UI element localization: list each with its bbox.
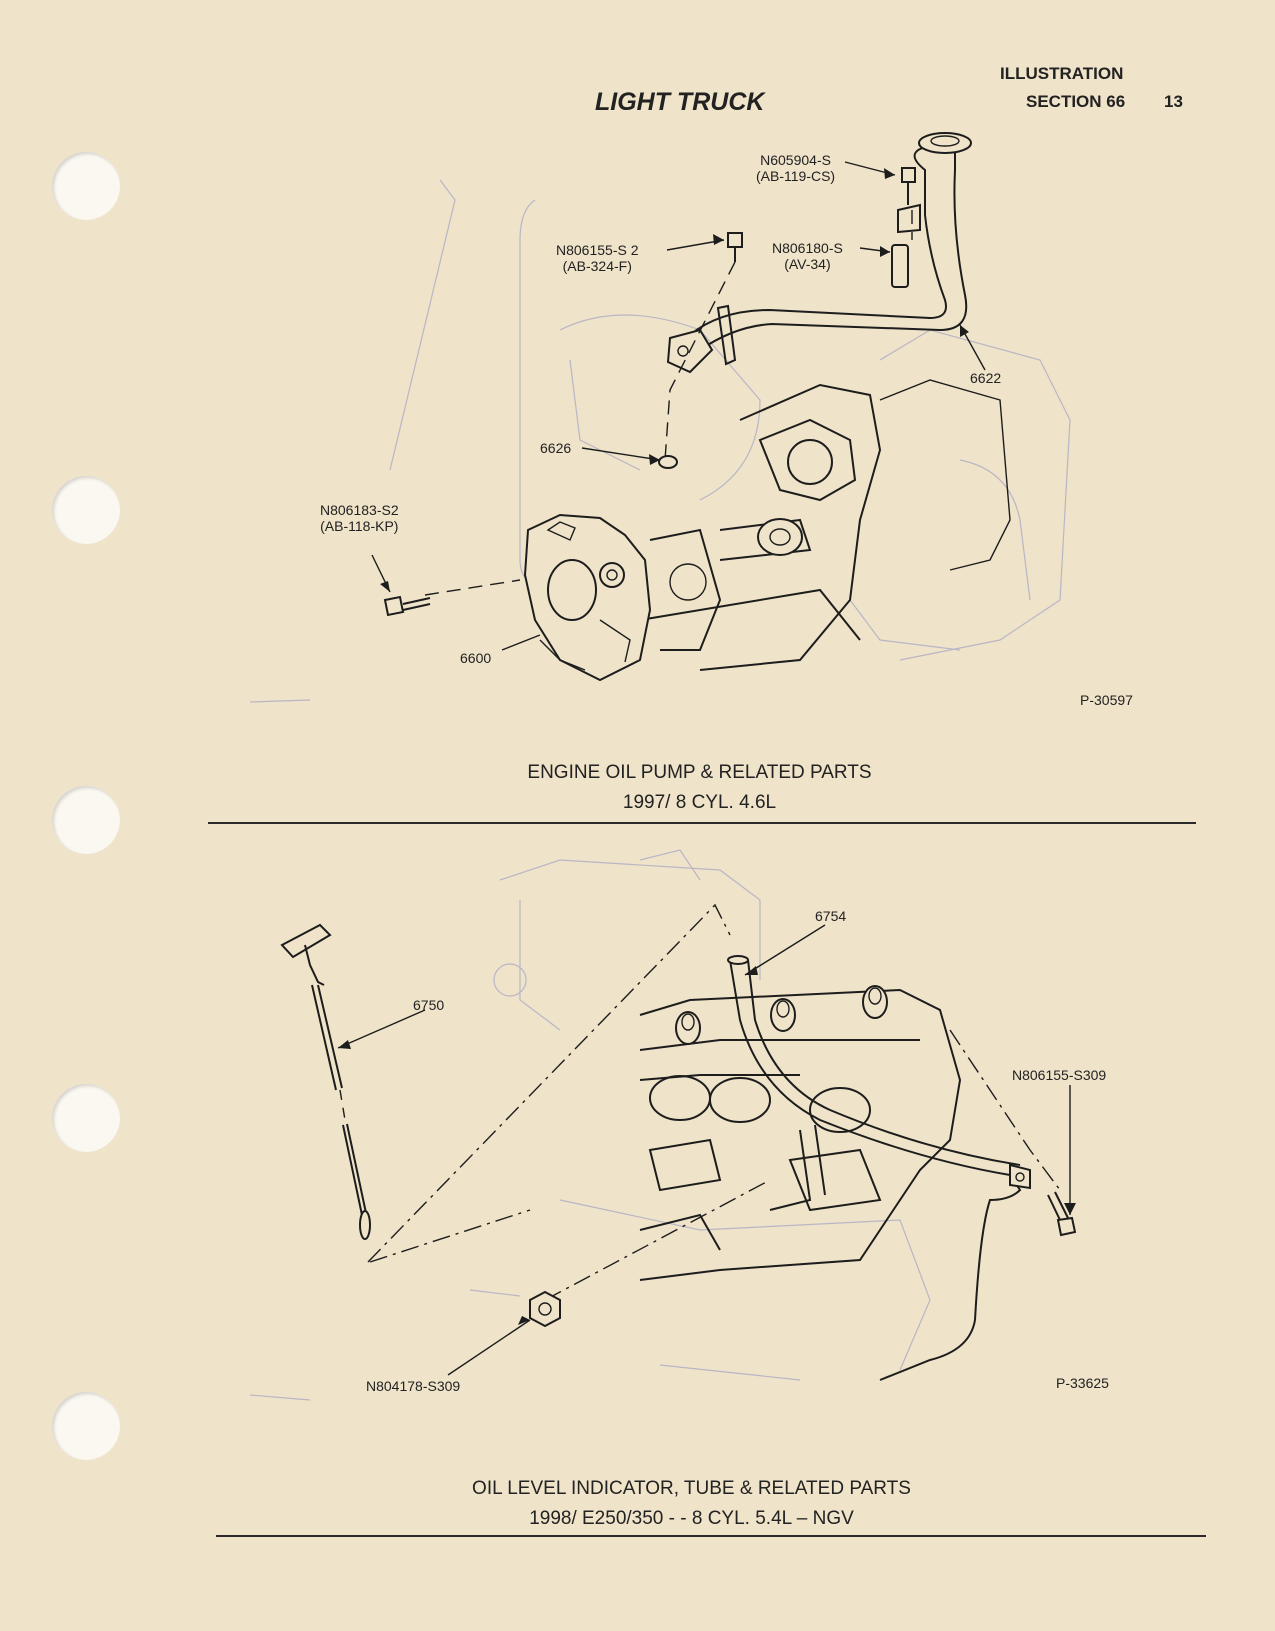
figure1-caption-subtitle: 1997/ 8 CYL. 4.6L bbox=[622, 792, 777, 813]
part-label-n806155: N806155-S 2 (AB-324-F) bbox=[556, 242, 639, 274]
binder-hole bbox=[52, 1392, 120, 1460]
figure2-divider bbox=[216, 1535, 1206, 1537]
part-number: N605904-S bbox=[760, 152, 831, 168]
part-number: N806183-S2 bbox=[320, 502, 399, 518]
binder-hole bbox=[52, 476, 120, 544]
section-heading: SECTION 66 bbox=[1026, 92, 1126, 111]
figure2-caption-subtitle: 1998/ E250/350 - - 8 CYL. 5.4L – NGV bbox=[529, 1508, 854, 1529]
page-title: LIGHT TRUCK bbox=[595, 88, 765, 116]
part-code: (AB-119-CS) bbox=[756, 168, 836, 184]
illustration-ref-1: P-30597 bbox=[1080, 692, 1133, 708]
figure1-bleedthrough bbox=[249, 179, 1071, 703]
part-label-6754: 6754 bbox=[815, 908, 847, 924]
part-label-n806183: N806183-S2 (AB-118-KP) bbox=[320, 502, 399, 534]
part-number: N806180-S bbox=[772, 240, 843, 256]
part-label-6622: 6622 bbox=[970, 370, 1002, 386]
part-label-n806155-s309: N806155-S309 bbox=[1012, 1067, 1107, 1083]
part-label-6626: 6626 bbox=[540, 440, 572, 456]
oil-pump-drawing bbox=[371, 132, 1011, 682]
page-number: 13 bbox=[1164, 92, 1183, 111]
part-label-n804178: N804178-S309 bbox=[366, 1378, 461, 1394]
illustration-ref-2: P-33625 bbox=[1056, 1375, 1109, 1391]
illustration-heading: ILLUSTRATION bbox=[1000, 64, 1124, 83]
part-code: (AV-34) bbox=[784, 256, 831, 272]
part-label-n605904: N605904-S (AB-119-CS) bbox=[756, 152, 835, 184]
figure1-caption-title: ENGINE OIL PUMP & RELATED PARTS bbox=[527, 762, 872, 783]
binder-hole bbox=[52, 786, 120, 854]
figure1-divider bbox=[208, 822, 1196, 824]
oil-level-indicator-drawing bbox=[280, 903, 1077, 1381]
binder-hole bbox=[52, 152, 120, 220]
part-code: (AB-324-F) bbox=[562, 258, 632, 274]
part-code: (AB-118-KP) bbox=[320, 518, 399, 534]
binder-hole bbox=[52, 1084, 120, 1152]
part-label-n806180: N806180-S (AV-34) bbox=[772, 240, 843, 272]
part-label-6750: 6750 bbox=[413, 997, 445, 1013]
part-label-6600: 6600 bbox=[460, 650, 492, 666]
figure2-bleedthrough bbox=[249, 849, 931, 1401]
figure2-caption-title: OIL LEVEL INDICATOR, TUBE & RELATED PART… bbox=[472, 1478, 911, 1499]
part-number: N806155-S 2 bbox=[556, 242, 639, 258]
